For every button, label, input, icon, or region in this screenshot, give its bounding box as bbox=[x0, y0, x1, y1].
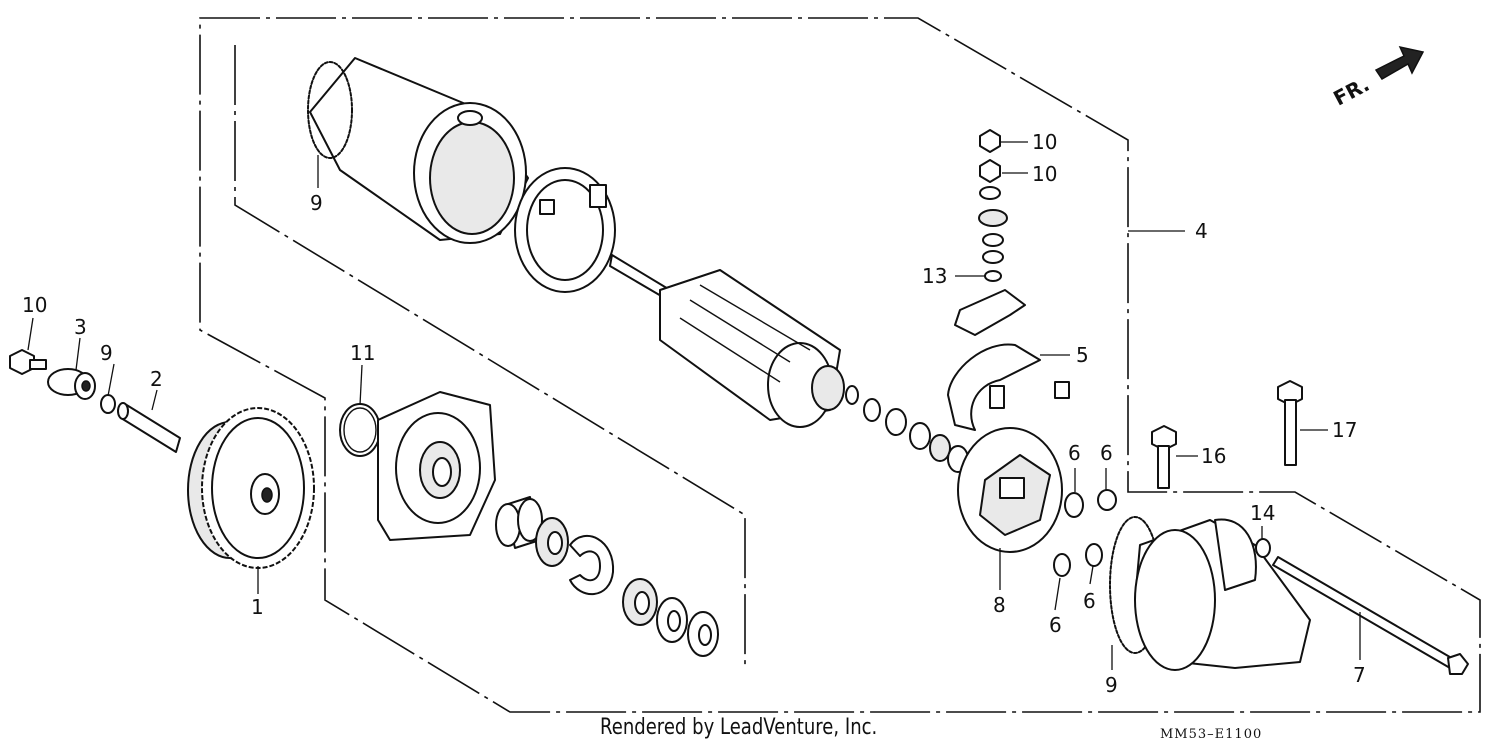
rear-cover bbox=[1109, 516, 1311, 671]
leader-lines bbox=[27, 141, 1361, 670]
terminal-nuts-washers bbox=[978, 129, 1008, 282]
callout-6-a: 6 bbox=[1068, 441, 1081, 465]
callout-13: 13 bbox=[922, 264, 947, 288]
callout-15: 10 bbox=[22, 293, 47, 317]
thrust-washers bbox=[622, 578, 719, 657]
assembly-outline bbox=[199, 17, 1481, 713]
diagram-code: MM53–E1100 bbox=[1160, 727, 1263, 742]
callout-17: 17 bbox=[1332, 418, 1357, 442]
reduction-gear-part-1 bbox=[187, 407, 315, 569]
magnet-retainer bbox=[514, 167, 616, 293]
bolt-part-16 bbox=[1151, 425, 1177, 489]
brush-springs-part-6 bbox=[1053, 489, 1117, 577]
callout-6-c: 6 bbox=[1049, 613, 1062, 637]
callout-7: 7 bbox=[1353, 663, 1366, 687]
callout-4: 4 bbox=[1195, 219, 1208, 243]
front-direction-label: FR. bbox=[1329, 72, 1373, 111]
armature bbox=[609, 254, 859, 428]
inner-group-outline bbox=[234, 45, 746, 665]
through-bolt-part-7 bbox=[1272, 556, 1469, 675]
oil-seal bbox=[535, 517, 569, 567]
bolt-part-15 bbox=[9, 349, 47, 375]
callout-14: 14 bbox=[1250, 501, 1275, 525]
callout-1: 1 bbox=[251, 595, 264, 619]
collar-part-3 bbox=[47, 368, 96, 400]
callout-10-lower: 10 bbox=[1032, 162, 1057, 186]
armature-washers bbox=[863, 398, 969, 473]
render-credit: Rendered by LeadVenture, Inc. bbox=[600, 715, 878, 740]
callout-9-top: 9 bbox=[310, 191, 323, 215]
oring-part-14 bbox=[1255, 538, 1271, 558]
callout-11: 11 bbox=[350, 341, 375, 365]
callout-labels: 10 3 9 2 1 11 9 4 10 10 13 5 8 6 6 6 6 1… bbox=[22, 130, 1366, 697]
front-direction-arrow-icon: FR. bbox=[1329, 45, 1425, 111]
callout-5: 5 bbox=[1076, 343, 1089, 367]
shaft-part-2 bbox=[117, 402, 181, 453]
oring-part-12 bbox=[100, 394, 116, 414]
callout-8: 8 bbox=[993, 593, 1006, 617]
callout-6-d: 6 bbox=[1083, 589, 1096, 613]
front-cover bbox=[377, 391, 496, 541]
motor-case-yoke bbox=[307, 57, 529, 244]
footer: Rendered by LeadVenture, Inc. MM53–E1100 bbox=[0, 713, 1500, 747]
callout-3: 3 bbox=[74, 315, 87, 339]
oring-part-11 bbox=[339, 403, 381, 457]
callout-10-upper: 10 bbox=[1032, 130, 1057, 154]
lock-washer bbox=[569, 534, 615, 596]
brush-terminal-part-5 bbox=[947, 343, 1070, 431]
callout-2: 2 bbox=[150, 367, 163, 391]
callout-9-bottom: 9 bbox=[1105, 673, 1118, 697]
brush-holder-part-8 bbox=[957, 427, 1063, 553]
callout-12: 9 bbox=[100, 341, 113, 365]
callout-16: 16 bbox=[1201, 444, 1226, 468]
terminal-insulator bbox=[954, 289, 1026, 336]
callout-6-b: 6 bbox=[1100, 441, 1113, 465]
bolt-part-17 bbox=[1277, 380, 1303, 466]
